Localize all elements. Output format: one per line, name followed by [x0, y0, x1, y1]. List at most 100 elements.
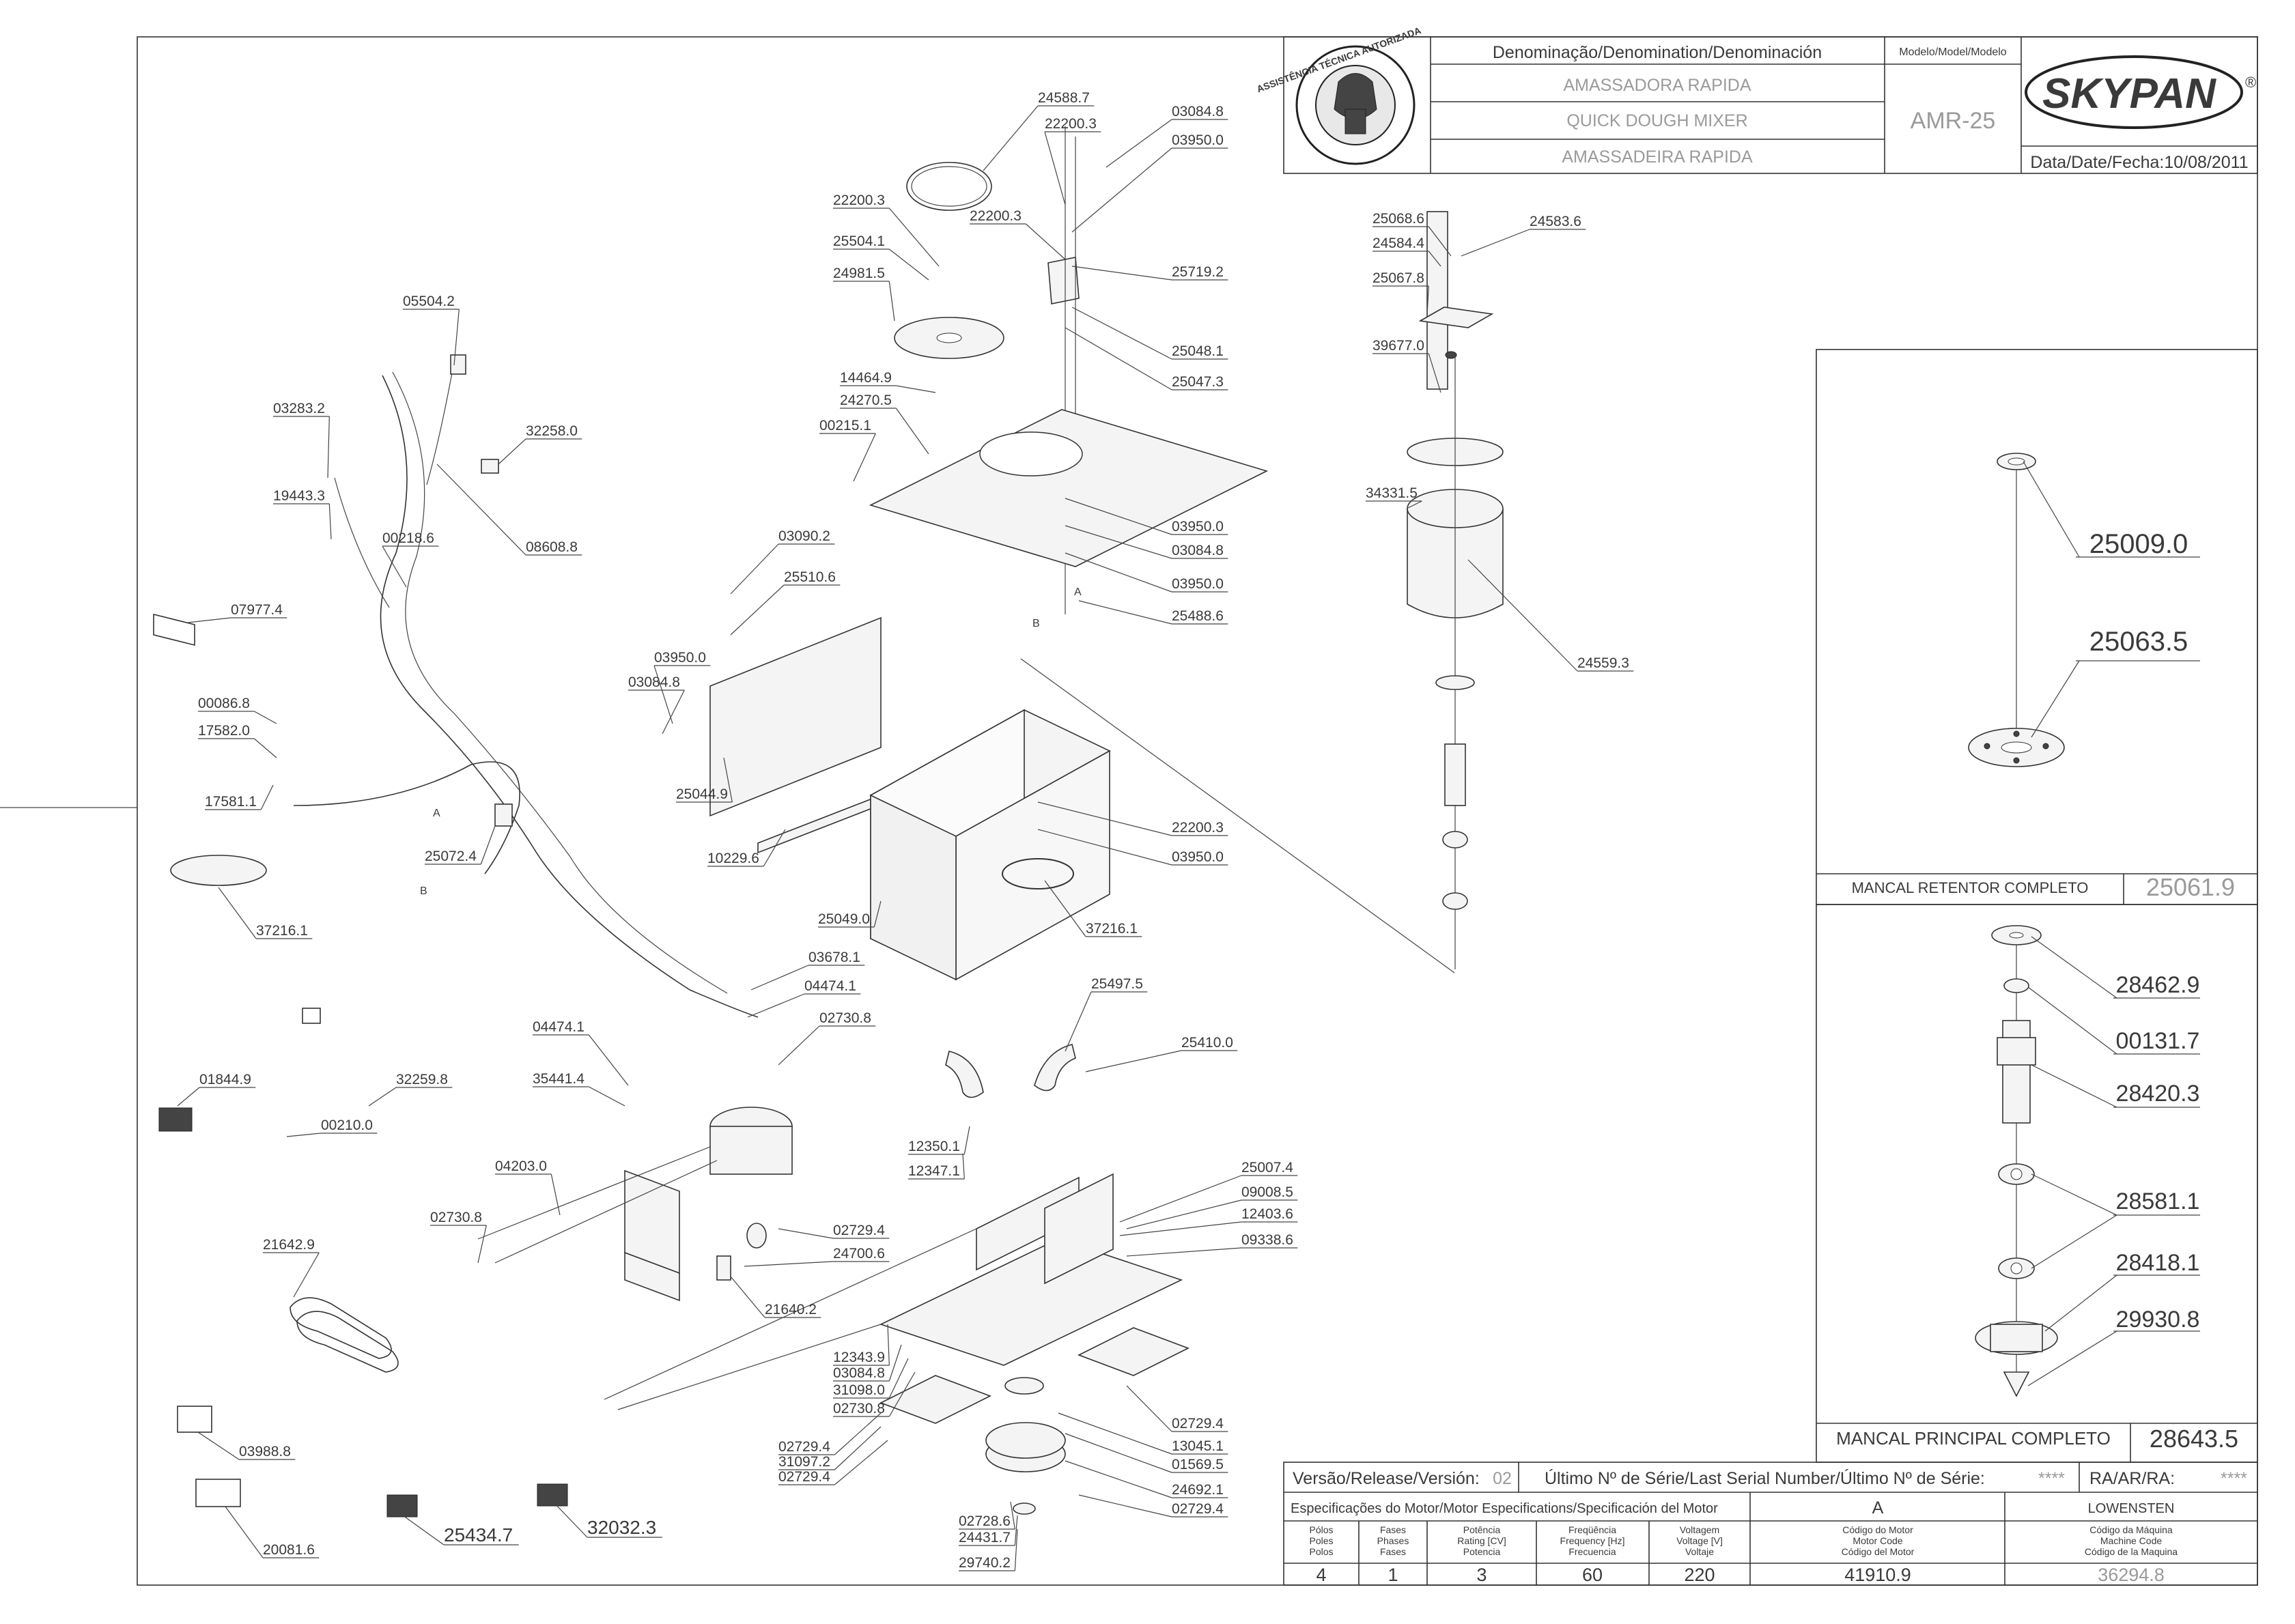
callout-leader	[834, 1412, 882, 1455]
callout-leader	[1010, 1501, 1015, 1530]
callout-00131.7: 00131.7	[2116, 1028, 2200, 1054]
main-bearing-code: 28643.5	[2150, 1425, 2238, 1453]
svg-text:Freqüência: Freqüência	[1568, 1524, 1616, 1535]
motor-brand: LOWENSTEN	[2088, 1501, 2175, 1516]
callout-17581.1: 17581.1	[205, 794, 257, 810]
callout-leader	[453, 309, 460, 366]
callout-04203.0: 04203.0	[495, 1158, 547, 1174]
callout-leader	[1426, 285, 1429, 315]
callout-20081.6: 20081.6	[263, 1542, 315, 1558]
callout-13045.1: 13045.1	[1172, 1438, 1224, 1454]
callout-00210.0: 00210.0	[321, 1117, 373, 1133]
callout-leader	[328, 503, 332, 540]
callout-31098.0: 31098.0	[833, 1382, 885, 1398]
callout-leader	[187, 617, 231, 623]
callout-03090.2: 03090.2	[778, 528, 830, 544]
callout-leader	[888, 281, 895, 322]
callout-12350.1: 12350.1	[908, 1139, 960, 1154]
last-serial-value: ****	[2038, 1469, 2065, 1488]
poles-value: 4	[1316, 1565, 1326, 1585]
motor-spec-label: Especificações do Motor/Motor Especifica…	[1291, 1501, 1718, 1516]
ra-label: RA/AR/RA:	[2089, 1469, 2175, 1488]
callout-29930.8: 29930.8	[2116, 1307, 2200, 1333]
callout-39677.0: 39677.0	[1372, 338, 1424, 354]
motor-brand-code: A	[1872, 1498, 1884, 1518]
callout-02730.8: 02730.8	[819, 1010, 871, 1026]
callout-03283.2: 03283.2	[273, 401, 325, 416]
decal-32259	[158, 1107, 193, 1132]
callout-25007.4: 25007.4	[1241, 1160, 1293, 1176]
callout-leader	[436, 464, 526, 556]
callout-02729.4: 02729.4	[778, 1439, 830, 1455]
registered-mark: ®	[2245, 74, 2256, 91]
callout-leader	[750, 965, 809, 991]
callout-28581.1: 28581.1	[2116, 1188, 2200, 1214]
callout-leader	[477, 1225, 487, 1264]
callout-leader	[552, 1501, 588, 1538]
callout-leader	[873, 900, 882, 928]
callout-leader	[1014, 1515, 1018, 1546]
callout-leader	[1106, 119, 1172, 168]
connector-32258	[481, 459, 499, 474]
cabinet-box	[869, 709, 1111, 981]
callout-leader	[498, 438, 526, 465]
callout-24559.3: 24559.3	[1577, 655, 1629, 671]
denomination-header: Denominação/Denomination/Denominación	[1493, 43, 1822, 62]
callout-leader	[1065, 1460, 1172, 1498]
callout-12343.9: 12343.9	[833, 1350, 885, 1365]
marker-b-left: B	[420, 885, 427, 897]
svg-text:Motor Code: Motor Code	[1853, 1535, 1902, 1546]
callout-02729.4: 02729.4	[1172, 1501, 1224, 1517]
callout-25068.6: 25068.6	[1372, 211, 1424, 227]
svg-text:Voltagem: Voltagem	[1680, 1524, 1719, 1535]
rect-label-20081	[177, 1406, 212, 1433]
frequency-value: 60	[1582, 1565, 1603, 1585]
main-bearing-callouts: 28462.9 00131.7 28420.3 28581.1 28418.1 …	[2027, 936, 2200, 1386]
callout-22200.3: 22200.3	[970, 208, 1022, 224]
callout-leader	[853, 433, 876, 482]
callout-leader	[1428, 226, 1452, 257]
callout-leader	[730, 543, 779, 595]
svg-text:Voltage [V]: Voltage [V]	[1676, 1535, 1723, 1546]
callout-25434.7: 25434.7	[444, 1524, 513, 1545]
callout-leader	[1126, 1199, 1242, 1229]
callout-leader	[1065, 327, 1172, 390]
callout-03084.8: 03084.8	[1172, 543, 1224, 558]
callout-21642.9: 21642.9	[263, 1237, 315, 1253]
callout-24981.5: 24981.5	[833, 266, 885, 281]
gasket-ring	[906, 162, 992, 211]
svg-text:Frequency [Hz]: Frequency [Hz]	[1560, 1535, 1625, 1546]
callout-25009.0: 25009.0	[2089, 529, 2188, 559]
callout-19443.3: 19443.3	[273, 488, 325, 504]
callout-leader	[730, 584, 785, 636]
callout-leader	[1058, 1412, 1172, 1455]
svg-text:Phases: Phases	[1377, 1535, 1409, 1546]
callout-32259.8: 32259.8	[396, 1072, 448, 1087]
callout-04474.1: 04474.1	[804, 978, 856, 994]
callout-01844.9: 01844.9	[199, 1072, 251, 1087]
marker-a-right: A	[1074, 586, 1082, 598]
callout-24692.1: 24692.1	[1172, 1482, 1224, 1498]
logo-plate-left	[170, 855, 267, 886]
callout-leader	[963, 1126, 970, 1155]
callout-09338.6: 09338.6	[1241, 1232, 1293, 1248]
switch-05504	[450, 354, 466, 375]
callout-24431.7: 24431.7	[959, 1530, 1011, 1545]
last-serial-label: Último Nº de Série/Last Serial Number/Úl…	[1545, 1468, 1985, 1488]
callout-03084.8: 03084.8	[628, 674, 680, 690]
callout-leader	[1461, 229, 1530, 257]
callout-leader	[778, 1228, 834, 1239]
callout-00218.6: 00218.6	[382, 530, 434, 546]
callout-28418.1: 28418.1	[2116, 1250, 2200, 1276]
callout-02729.4: 02729.4	[833, 1223, 885, 1238]
callout-09008.5: 09008.5	[1241, 1184, 1293, 1200]
svg-text:Frecuencia: Frecuencia	[1568, 1546, 1616, 1557]
callout-02730.8: 02730.8	[833, 1401, 885, 1416]
callout-14464.9: 14464.9	[840, 370, 892, 386]
callout-03950.0: 03950.0	[1172, 849, 1224, 865]
callout-07977.4: 07977.4	[231, 602, 283, 618]
svg-text:Código da Máquina: Código da Máquina	[2089, 1524, 2173, 1535]
callout-leader	[1467, 559, 1578, 672]
callout-leader	[653, 665, 673, 724]
